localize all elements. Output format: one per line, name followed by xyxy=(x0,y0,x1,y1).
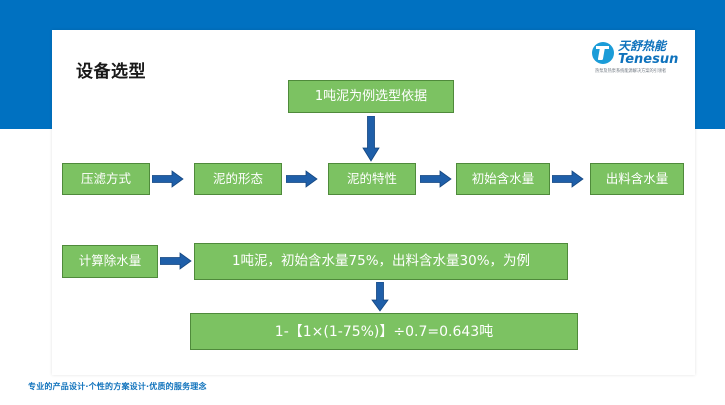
right-arrow-icon xyxy=(151,170,184,188)
footer-slogan: 专业的产品设计·个性的方案设计·优质的服务理念 xyxy=(28,382,207,391)
logo-english-name: Tenesun xyxy=(618,52,679,67)
flow-step-4: 初始含水量 xyxy=(456,163,550,195)
flow-step-3: 泥的特性 xyxy=(328,163,416,195)
brand-logo: 天舒热能 Tenesun 热泵及热泵系统能源解决方案的引领者 xyxy=(592,40,692,78)
flow-step-2: 泥的形态 xyxy=(194,163,282,195)
right-arrow-icon xyxy=(551,170,584,188)
right-arrow-icon xyxy=(159,252,192,270)
tenesun-circle-logo-icon xyxy=(592,42,614,64)
selection-basis-box: 1吨泥为例选型依据 xyxy=(288,80,454,113)
flow-step-5: 出料含水量 xyxy=(590,163,684,195)
right-arrow-icon xyxy=(419,170,452,188)
formula-box: 1-【1×(1-75%)】÷0.7=0.643吨 xyxy=(190,313,578,350)
flow-step-1: 压滤方式 xyxy=(62,163,150,195)
logo-tagline: 热泵及热泵系统能源解决方案的引领者 xyxy=(595,68,667,74)
down-arrow-icon xyxy=(362,115,380,162)
right-arrow-icon xyxy=(285,170,318,188)
calc-example-box: 1吨泥，初始含水量75%，出料含水量30%，为例 xyxy=(194,243,568,280)
page-title: 设备选型 xyxy=(76,62,146,82)
calc-label-box: 计算除水量 xyxy=(62,245,158,278)
logo-chinese-name: 天舒热能 xyxy=(618,39,667,53)
down-arrow-icon xyxy=(371,281,389,312)
